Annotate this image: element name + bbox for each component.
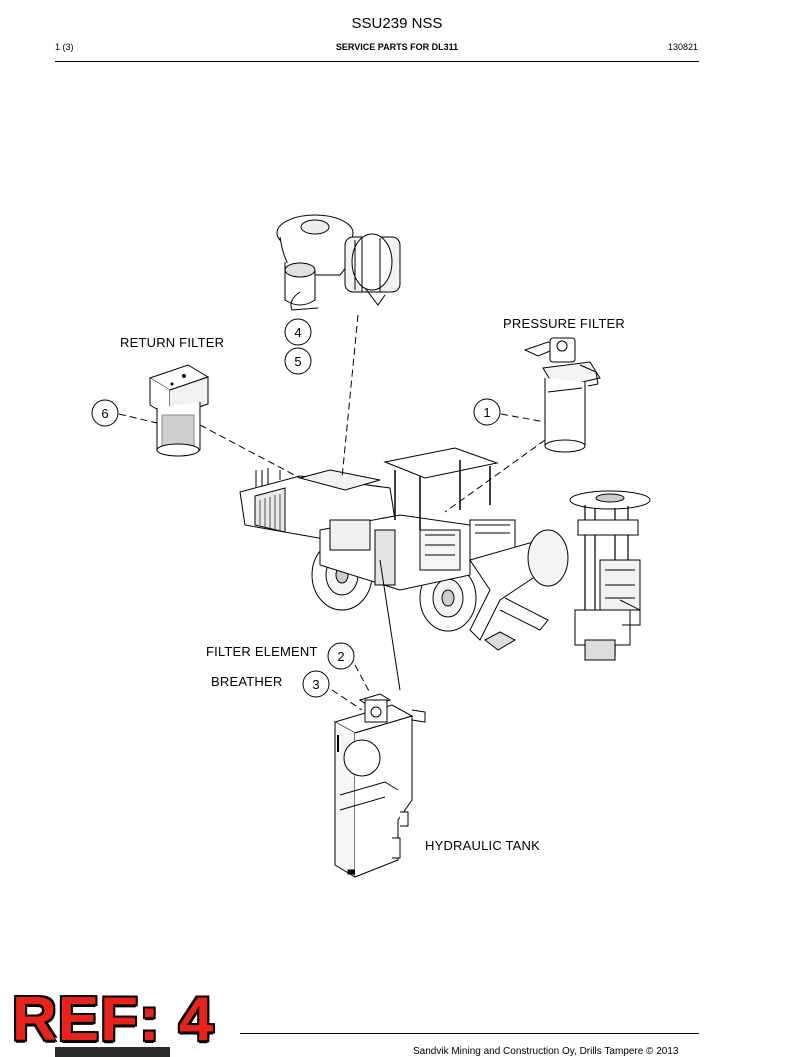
page-number: 1 (3) [55, 42, 74, 52]
footer-rule [240, 1033, 699, 1034]
document-date: 130821 [667, 42, 698, 52]
callout-4: 4 [284, 318, 312, 346]
callout-4-number: 4 [294, 325, 301, 340]
air-filter-drawing [276, 214, 401, 311]
reference-stamp: REF: 4 [12, 985, 215, 1054]
drill-rig-drawing [239, 447, 651, 661]
callout-3-number: 3 [312, 677, 319, 692]
callout-2: 2 [327, 642, 355, 670]
label-hydraulic-tank: HYDRAULIC TANK [425, 838, 541, 853]
return-filter-drawing [148, 364, 210, 457]
callout-2-number: 2 [337, 649, 344, 664]
callout-5: 5 [284, 347, 312, 375]
document-title: SSU239 NSS [351, 15, 443, 32]
label-pressure-filter: PRESSURE FILTER [503, 316, 625, 331]
footer-copyright: Sandvik Mining and Construction Oy, Dril… [413, 1046, 679, 1057]
hydraulic-tank-drawing [333, 693, 426, 878]
callout-6-number: 6 [101, 406, 108, 421]
callout-1: 1 [473, 398, 501, 426]
header-rule [55, 61, 699, 62]
document-subtitle: SERVICE PARTS FOR DL311 [335, 42, 459, 52]
tank-pointer-line [379, 559, 401, 691]
label-filter-element: FILTER ELEMENT [206, 644, 318, 659]
pressure-filter-drawing [523, 337, 601, 453]
leader-lines [118, 314, 546, 711]
brand-logo-strip [55, 1047, 170, 1057]
label-return-filter: RETURN FILTER [120, 335, 225, 350]
callout-6: 6 [91, 399, 119, 427]
callout-1-number: 1 [483, 405, 490, 420]
callout-3: 3 [302, 670, 330, 698]
label-breather: BREATHER [211, 674, 283, 689]
callout-5-number: 5 [294, 354, 301, 369]
